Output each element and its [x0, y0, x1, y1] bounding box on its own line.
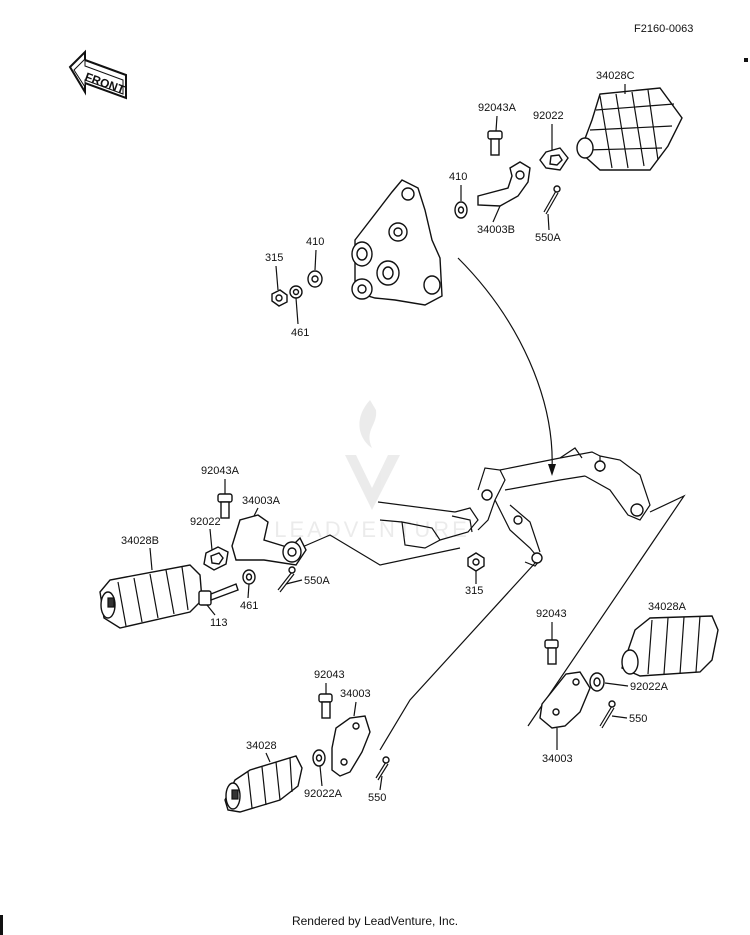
washer-92022A-low [312, 749, 326, 767]
nut-315-left [271, 289, 288, 307]
washer-92022-mid [203, 546, 229, 571]
pin-92043-low [318, 693, 333, 719]
label-315-frame: 315 [465, 585, 483, 597]
footpeg-rubber-34028B [99, 564, 203, 629]
washer-461-mid [242, 569, 256, 585]
bracket-34003A [231, 514, 307, 566]
label-550-right: 550 [629, 713, 647, 725]
label-34003-right: 34003 [542, 753, 573, 765]
label-92022-mid: 92022 [190, 516, 221, 528]
label-34003A: 34003A [242, 495, 281, 507]
frame-section [377, 447, 651, 567]
label-92022A-right: 92022A [630, 681, 669, 693]
washer-92022-top [539, 147, 569, 171]
footrest-bracket-plate [351, 179, 443, 306]
label-113: 113 [210, 617, 228, 629]
label-92043-right: 92043 [536, 608, 567, 620]
diagram-code: F2160-0063 [634, 23, 693, 35]
label-92022-top: 92022 [533, 110, 564, 122]
cotter-pin-550-low [375, 756, 390, 781]
label-92043A-top: 92043A [478, 102, 517, 114]
label-550-low: 550 [368, 792, 386, 804]
bracket-34003B [477, 161, 531, 207]
label-92043A-mid: 92043A [201, 465, 240, 477]
footpeg-rubber-34028 [224, 755, 303, 813]
label-410-left: 410 [306, 236, 324, 248]
label-550A-mid: 550A [304, 575, 330, 587]
label-315-left: 315 [265, 252, 283, 264]
pin-92043-right [544, 639, 559, 665]
washer-410-top [454, 201, 468, 219]
label-461-mid: 461 [240, 600, 258, 612]
label-461-left: 461 [291, 327, 309, 339]
label-92022A-low: 92022A [304, 788, 343, 800]
label-550A-top: 550A [535, 232, 561, 244]
label-34028: 34028 [246, 740, 277, 752]
pin-92043A-mid [217, 493, 233, 519]
washer-410-left [307, 270, 323, 288]
label-92043-low: 92043 [314, 669, 345, 681]
cotter-pin-550A-mid [277, 566, 296, 593]
label-34003-low: 34003 [340, 688, 371, 700]
watermark-text: LEADVENTURE [274, 517, 470, 542]
label-34003B: 34003B [477, 224, 515, 236]
front-arrow-icon: FRONT [68, 49, 127, 100]
bolt-113 [198, 583, 239, 606]
pin-92043A-top [487, 130, 503, 156]
cotter-pin-550A-top [543, 185, 561, 215]
bracket-34003-low [331, 715, 371, 777]
washer-92022A-right [589, 672, 605, 692]
label-410-top: 410 [449, 171, 467, 183]
washer-461-left [289, 285, 303, 299]
label-34028C: 34028C [596, 70, 635, 82]
footpeg-rubber-34028C [576, 87, 683, 171]
watermark-logo: LEADVENTURE [274, 400, 470, 542]
footpeg-rubber-34028A [621, 615, 719, 677]
label-34028B: 34028B [121, 535, 159, 547]
cotter-pin-550-right [599, 700, 616, 729]
label-34028A: 34028A [648, 601, 687, 613]
nut-315-frame [467, 552, 485, 572]
footer-credit: Rendered by LeadVenture, Inc. [291, 914, 459, 928]
bracket-34003-right [539, 671, 591, 729]
